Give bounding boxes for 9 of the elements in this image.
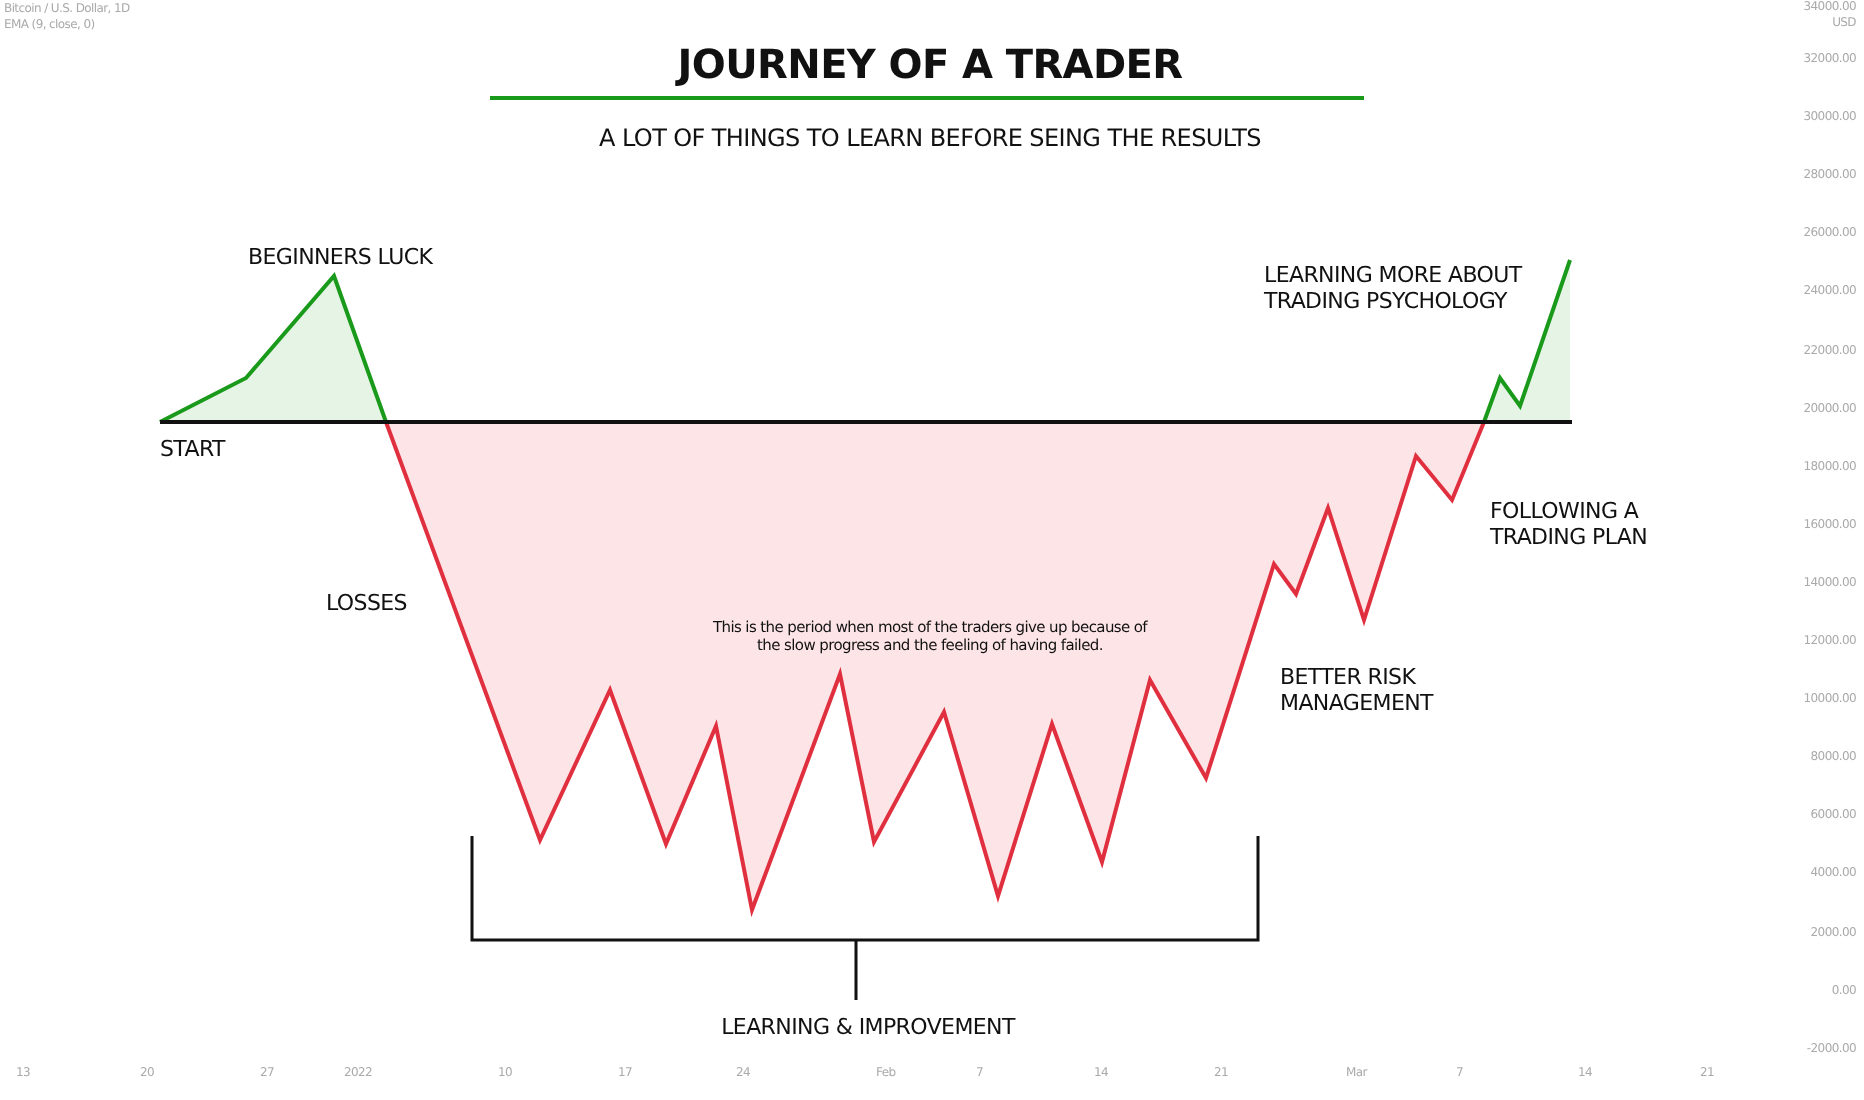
annotation: LEARNING & IMPROVEMENT: [719, 1014, 1018, 1041]
subtitle: A LOT OF THINGS TO LEARN BEFORE SEING THE RESULTS: [597, 124, 1263, 153]
annotation: BETTER RISK MANAGEMENT: [1280, 664, 1436, 717]
annotation: BEGINNERS LUCK: [248, 244, 433, 271]
title: JOURNEY OF A TRADER: [673, 40, 1185, 88]
annotation: LOSSES: [326, 590, 407, 617]
annotation: LEARNING MORE ABOUT TRADING PSYCHOLOGY: [1264, 262, 1525, 315]
annotation: START: [160, 436, 225, 463]
annotation: FOLLOWING A TRADING PLAN: [1490, 498, 1650, 551]
